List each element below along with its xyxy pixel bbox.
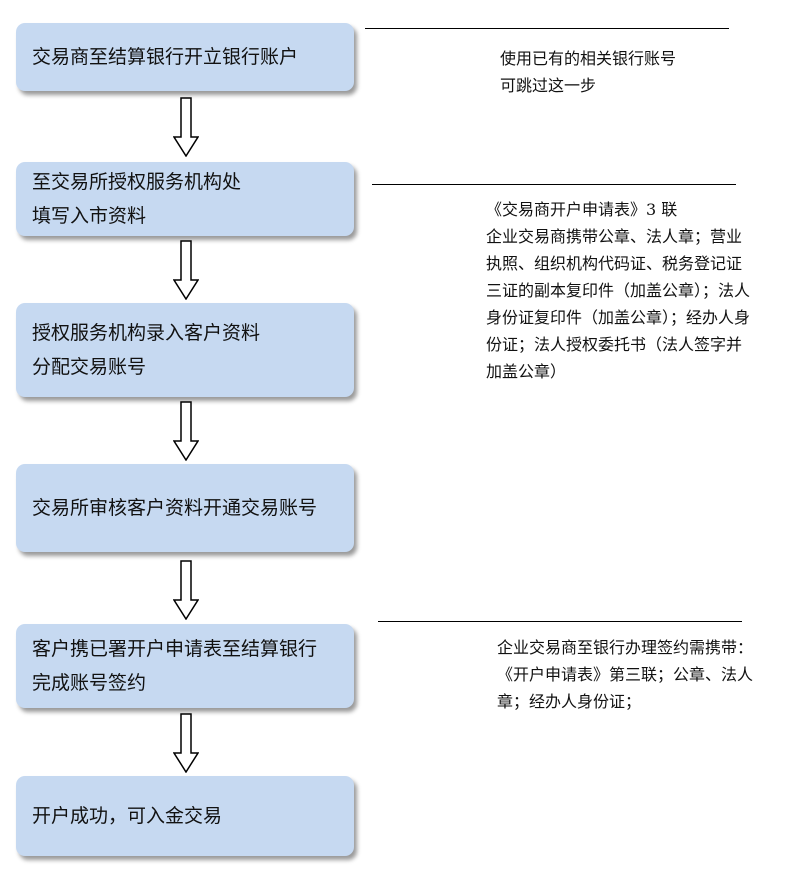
note-2-line-2: 企业交易商携带公章、法人章；营业	[486, 227, 743, 246]
step-2-line-1: 至交易所授权服务机构处	[32, 171, 242, 193]
step-2-line-2: 填写入市资料	[32, 205, 147, 227]
note-3: 企业交易商至银行办理签约需携带： 《开户申请表》第三联；公章、法人 章；经办人身…	[497, 634, 753, 715]
note-2-line-6: 份证；法人授权委托书（法人签字并	[486, 335, 743, 354]
step-2-box: 至交易所授权服务机构处 填写入市资料	[16, 162, 354, 236]
step-4-line-1: 交易所审核客户资料开通交易账号	[32, 497, 318, 519]
note-2-line-7: 加盖公章）	[486, 362, 567, 381]
down-arrow-icon	[173, 240, 199, 300]
step-5-line-2: 完成账号签约	[32, 672, 147, 694]
note-1-rule	[365, 28, 729, 29]
note-3-line-1: 企业交易商至银行办理签约需携带：	[497, 638, 754, 657]
down-arrow-icon	[173, 560, 199, 620]
note-1-line-2: 可跳过这一步	[500, 76, 597, 95]
note-1-line-1: 使用已有的相关银行账号	[500, 49, 677, 68]
down-arrow-icon	[173, 713, 199, 773]
note-2: 《交易商开户申请表》3 联 企业交易商携带公章、法人章；营业 执照、组织机构代码…	[486, 196, 750, 385]
note-3-line-2: 《开户申请表》第三联；公章、法人	[497, 665, 754, 684]
note-3-rule	[378, 621, 742, 622]
step-1-line-1: 交易商至结算银行开立银行账户	[32, 46, 299, 68]
note-2-line-1: 《交易商开户申请表》3 联	[486, 200, 678, 219]
step-4-box: 交易所审核客户资料开通交易账号	[16, 464, 354, 552]
step-5-line-1: 客户携已署开户申请表至结算银行	[32, 638, 318, 660]
note-2-line-3: 执照、组织机构代码证、税务登记证	[486, 254, 743, 273]
note-2-line-5: 身份证复印件（加盖公章）；经办人身	[486, 308, 751, 327]
step-1-box: 交易商至结算银行开立银行账户	[16, 23, 354, 91]
step-3-box: 授权服务机构录入客户资料 分配交易账号	[16, 303, 354, 397]
note-1: 使用已有的相关银行账号 可跳过这一步	[500, 45, 676, 99]
step-6-box: 开户成功，可入金交易	[16, 776, 354, 856]
step-5-box: 客户携已署开户申请表至结算银行 完成账号签约	[16, 624, 354, 708]
step-3-line-1: 授权服务机构录入客户资料	[32, 322, 261, 344]
down-arrow-icon	[173, 97, 199, 157]
down-arrow-icon	[173, 401, 199, 461]
note-2-rule	[372, 184, 736, 185]
note-3-line-3: 章；经办人身份证；	[497, 692, 642, 711]
note-2-line-4: 三证的副本复印件（加盖公章）；法人	[486, 281, 751, 300]
step-3-line-2: 分配交易账号	[32, 356, 147, 378]
step-6-line-1: 开户成功，可入金交易	[32, 805, 223, 827]
